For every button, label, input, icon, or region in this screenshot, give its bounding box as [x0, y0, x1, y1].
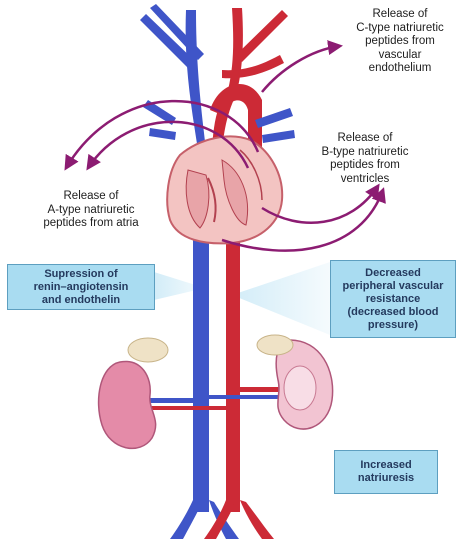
resistance-box: Decreased peripheral vascular resistance…: [330, 260, 456, 338]
a-type-annotation: Release of A-type natriuretic peptides f…: [26, 190, 156, 231]
suppression-box: Supression of renin–angiotensin and endo…: [7, 264, 155, 310]
left-kidney: [99, 338, 168, 448]
right-kidney: [257, 335, 333, 429]
c-type-annotation: Release of C-type natriuretic peptides f…: [340, 8, 460, 76]
arrow-c-type: [262, 46, 340, 92]
resistance-beam: [232, 262, 330, 335]
aorta: [204, 8, 274, 539]
heart: [167, 136, 282, 243]
natriuresis-box: Increased natriuresis: [334, 450, 438, 494]
renal-vessels: [150, 387, 280, 410]
b-type-annotation: Release of B-type natriuretic peptides f…: [300, 132, 430, 186]
